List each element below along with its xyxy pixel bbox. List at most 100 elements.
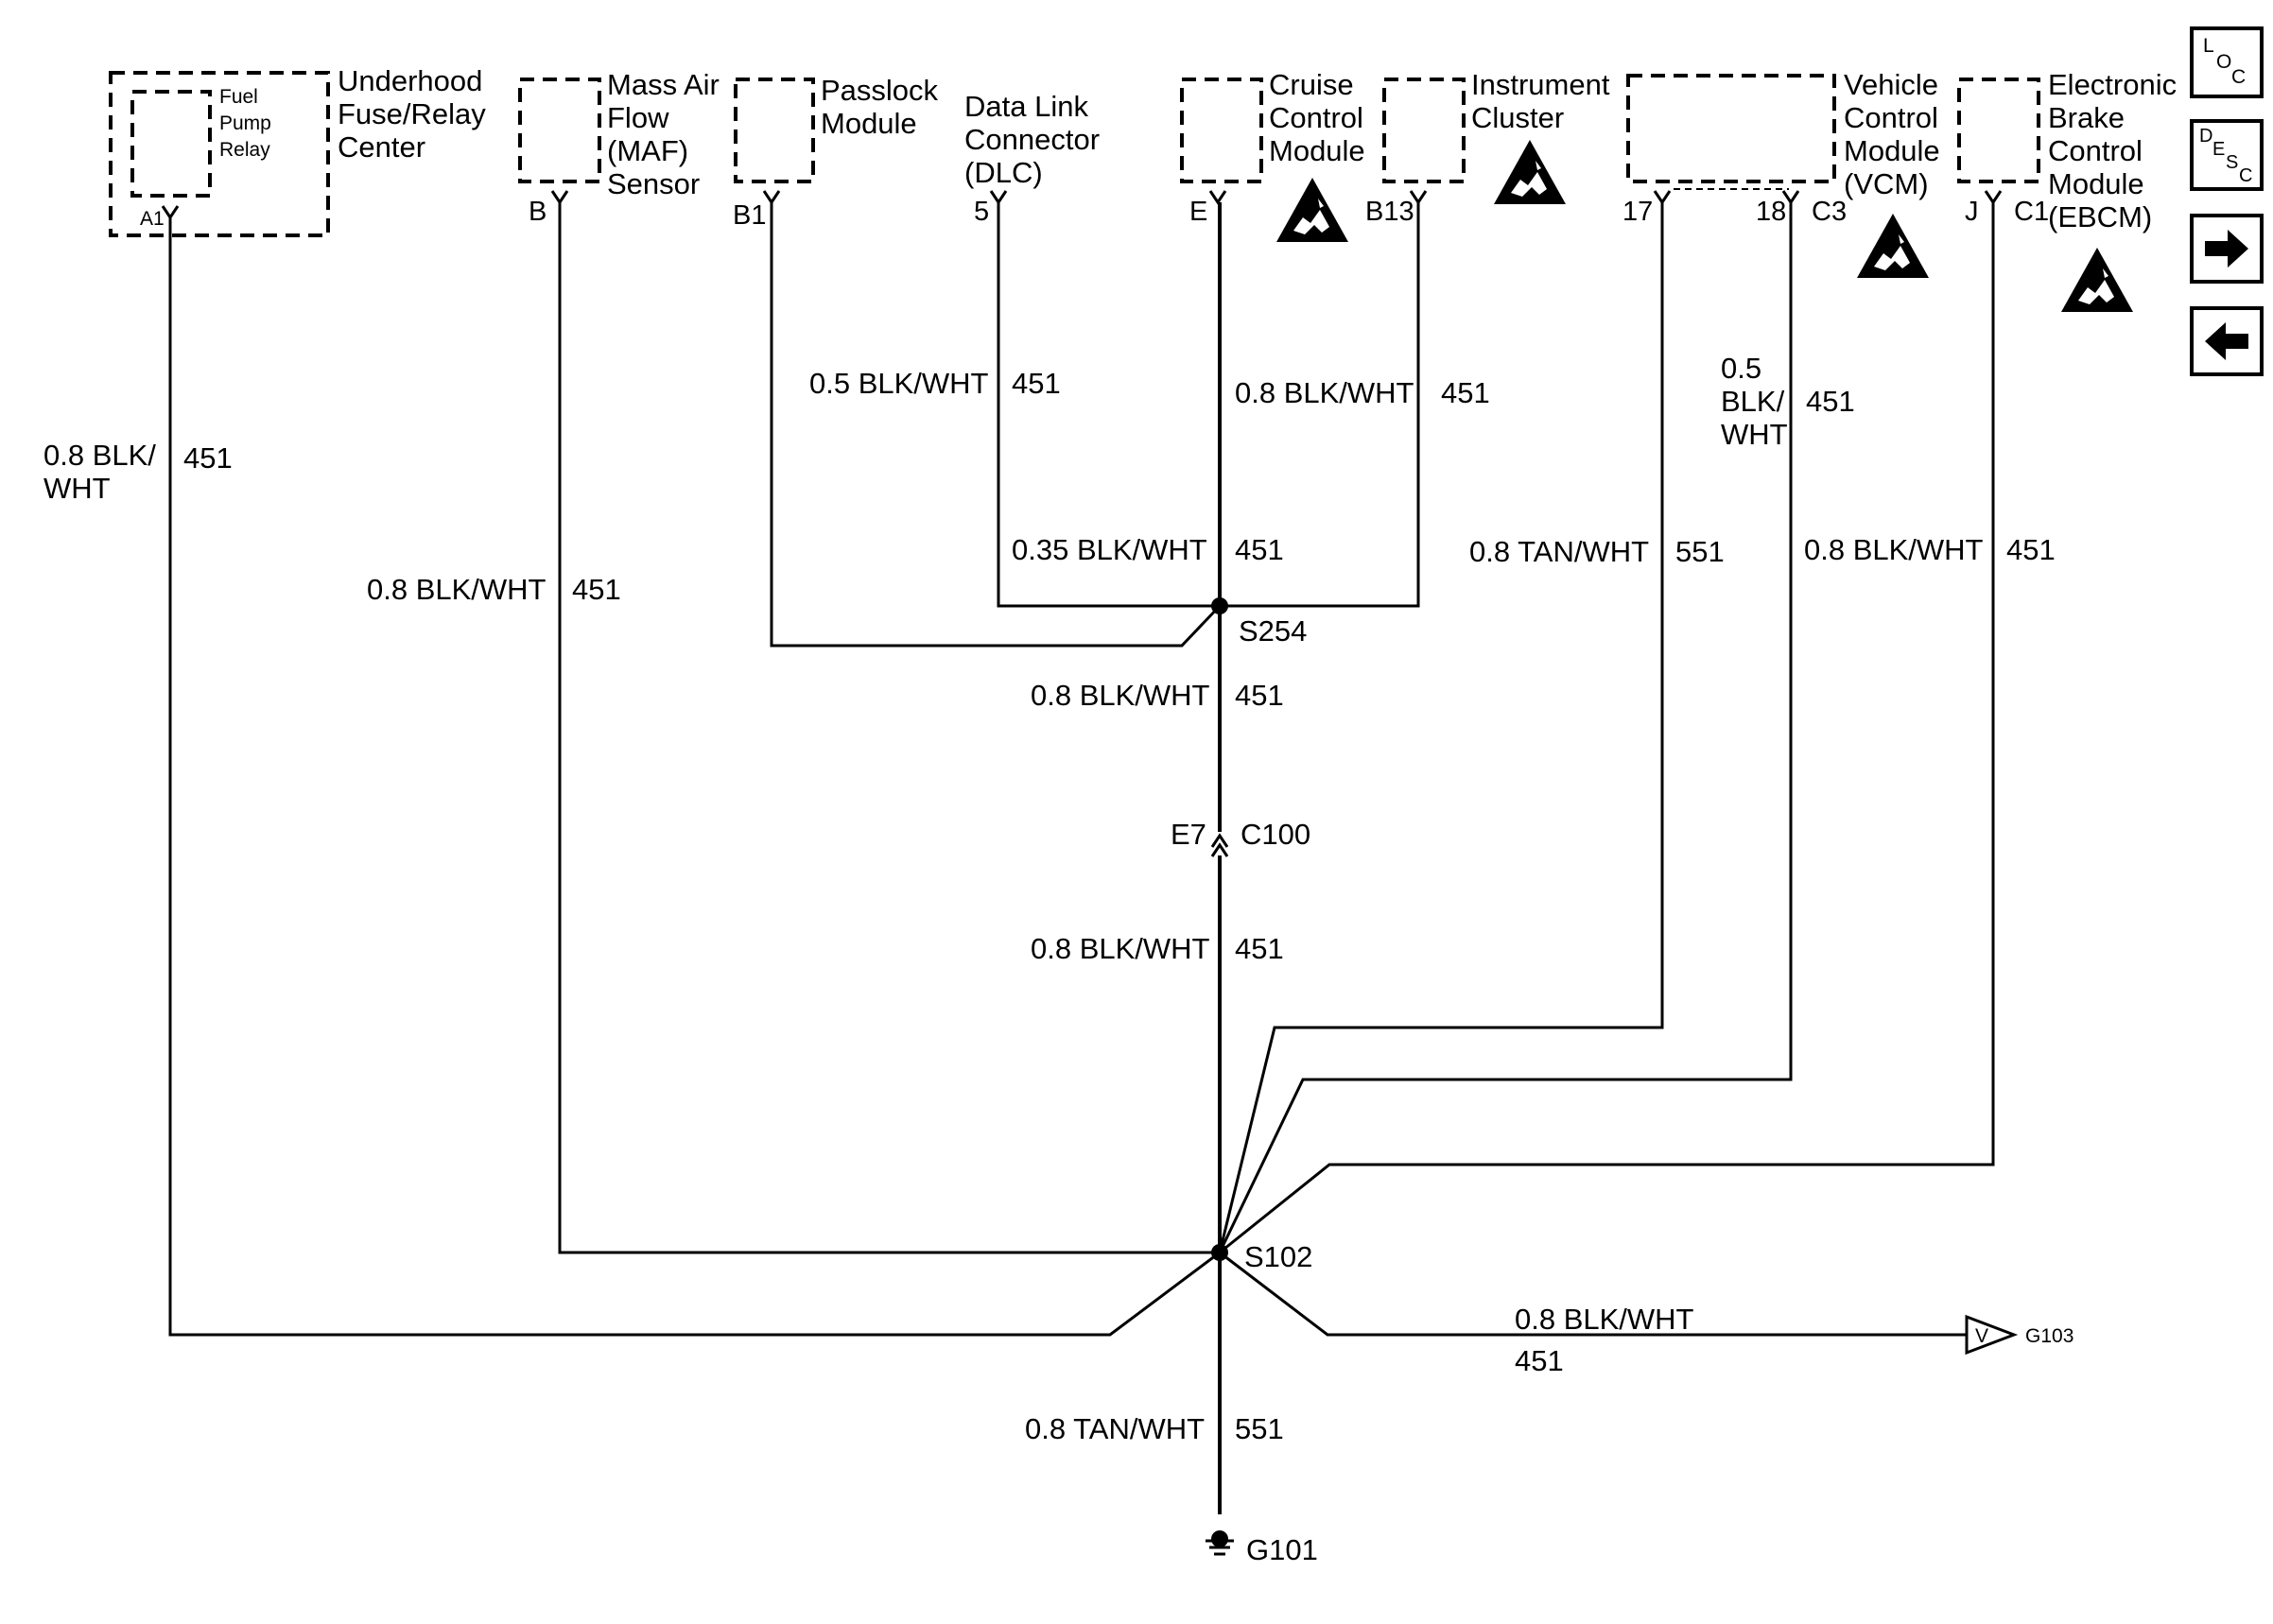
wire-s254-down-gauge: 0.8 BLK/WHT — [1031, 679, 1210, 712]
description-button[interactable]: D E S C — [2190, 119, 2264, 191]
wire-c100-down-circuit: 451 — [1235, 932, 1284, 965]
fuel-pump-relay-label-1: Fuel — [219, 86, 258, 108]
wire-c100-down-gauge: 0.8 BLK/WHT — [1031, 932, 1210, 965]
desc-letter-d: D — [2199, 126, 2212, 147]
esd-warning-icon-cruise — [1276, 178, 1348, 242]
maf-label-1: Mass Air — [607, 68, 720, 101]
vcm-pin-17: 17 — [1622, 197, 1653, 227]
fuel-pump-relay-label-2: Pump — [219, 112, 271, 134]
data-link-connector: Data Link Connector (DLC) 5 — [964, 90, 1100, 227]
wire-g101-circuit: 551 — [1235, 1412, 1284, 1445]
g103-label: G103 — [2025, 1325, 2073, 1347]
wire-g101-gauge: 0.8 TAN/WHT — [1025, 1412, 1205, 1445]
wire-fuse-gauge-1: 0.8 BLK/ — [43, 439, 156, 472]
instrument-cluster: Instrument Cluster B13 — [1365, 68, 1610, 227]
wire-g103-gauge: 0.8 BLK/WHT — [1515, 1303, 1694, 1336]
arrow-right-icon — [2205, 230, 2248, 268]
c100-name-label: C100 — [1241, 818, 1310, 851]
vcm-label-2: Control — [1844, 101, 1938, 134]
cruise-pin: E — [1189, 197, 1207, 227]
wire-vcm17-gauge: 0.8 TAN/WHT — [1469, 535, 1649, 568]
g101-label: G101 — [1246, 1533, 1318, 1566]
vcm-pin-18: 18 — [1756, 197, 1786, 227]
maf-label-4: Sensor — [607, 167, 700, 200]
wires — [168, 202, 1995, 1514]
desc-letter-e: E — [2212, 139, 2225, 160]
wire-vcm18-gauge-2: BLK/ — [1721, 385, 1785, 418]
fuel-pump-relay-label-3: Relay — [219, 139, 270, 161]
cluster-pin: B13 — [1365, 197, 1414, 227]
vcm-label-1: Vehicle — [1844, 68, 1938, 101]
pin-terminals — [161, 190, 2003, 220]
previous-page-button[interactable] — [2190, 306, 2264, 376]
esd-warning-icon-vcm — [1857, 214, 1929, 278]
wire-vcm17-circuit: 551 — [1675, 535, 1725, 568]
splice-s254-label: S254 — [1239, 614, 1307, 648]
dlc-pin: 5 — [974, 197, 989, 227]
ebcm-pin: J — [1965, 197, 1979, 227]
ebcm-label-1: Electronic — [2048, 68, 2177, 101]
cruise-label-1: Cruise — [1269, 68, 1354, 101]
cruise-control-module: Cruise Control Module E — [1180, 68, 1365, 227]
g103-ground-icon: V — [1965, 1314, 2019, 1356]
dlc-label-3: (DLC) — [964, 156, 1043, 189]
maf-label-3: (MAF) — [607, 134, 688, 167]
vehicle-control-module: Vehicle Control Module (VCM) 17 18 C3 — [1622, 68, 1940, 227]
maf-label-2: Flow — [607, 101, 669, 134]
ebcm-connector: C1 — [2014, 197, 2049, 227]
dlc-label-1: Data Link — [964, 90, 1088, 123]
esd-warning-icon-cluster — [1494, 140, 1566, 204]
passlock-label-1: Passlock — [821, 74, 939, 107]
wire-cruise-lower-circuit: 451 — [1235, 533, 1284, 566]
location-button[interactable]: L O C — [2190, 26, 2264, 98]
c100-connector-mark — [1210, 833, 1229, 857]
wire-fuse-gauge-2: WHT — [43, 472, 111, 505]
wire-ebcm-circuit: 451 — [2006, 533, 2056, 566]
maf-sensor: Mass Air Flow (MAF) Sensor B — [518, 68, 720, 227]
vcm-label-4: (VCM) — [1844, 167, 1929, 200]
passlock-module: Passlock Module B1 — [733, 74, 939, 231]
electronic-brake-control-module: Electronic Brake Control Module (EBCM) J… — [1957, 68, 2177, 233]
loc-letter-o: O — [2216, 51, 2231, 73]
loc-letter-c: C — [2231, 66, 2246, 88]
underhood-fuse-relay-center: Fuel Pump Relay Underhood Fuse/Relay Cen… — [109, 64, 486, 237]
wire-maf-circuit: 451 — [572, 573, 621, 606]
wire-dlc-circuit: 451 — [1012, 367, 1061, 400]
esd-warning-icon-ebcm — [2061, 248, 2133, 312]
ebcm-label-4: Module — [2048, 167, 2144, 200]
cluster-label-2: Cluster — [1471, 101, 1564, 134]
wire-cruise-upper-circuit: 451 — [1441, 376, 1490, 409]
splice-s102-label: S102 — [1244, 1240, 1312, 1273]
fuse-relay-label-2: Fuse/Relay — [338, 97, 486, 130]
wire-dlc-gauge: 0.5 BLK/WHT — [809, 367, 989, 400]
cluster-label-1: Instrument — [1471, 68, 1610, 101]
c100-pin-label: E7 — [1171, 818, 1206, 851]
wire-g103-circuit: 451 — [1515, 1344, 1564, 1377]
fuse-relay-label-3: Center — [338, 130, 425, 164]
wire-vcm18-gauge-3: WHT — [1721, 418, 1788, 451]
wire-cruise-lower-gauge: 0.35 BLK/WHT — [1012, 533, 1207, 566]
g103-triangle-letter: V — [1975, 1325, 1988, 1347]
wire-cruise-upper-gauge: 0.8 BLK/WHT — [1235, 376, 1414, 409]
cruise-label-3: Module — [1269, 134, 1365, 167]
g101-ground-icon — [1206, 1530, 1234, 1556]
splice-s102-dot — [1211, 1244, 1228, 1261]
wire-ebcm-gauge: 0.8 BLK/WHT — [1804, 533, 1984, 566]
ebcm-label-3: Control — [2048, 134, 2143, 167]
splice-s254-dot — [1211, 597, 1228, 614]
vcm-connector: C3 — [1812, 197, 1847, 227]
next-page-button[interactable] — [2190, 214, 2264, 284]
ebcm-label-5: (EBCM) — [2048, 200, 2152, 233]
wire-fuse-circuit: 451 — [183, 441, 233, 475]
wire-vcm18-circuit: 451 — [1806, 385, 1855, 418]
desc-letter-c: C — [2239, 165, 2252, 186]
arrow-left-icon — [2205, 322, 2248, 360]
wire-maf-gauge: 0.8 BLK/WHT — [367, 573, 547, 606]
wire-s254-down-circuit: 451 — [1235, 679, 1284, 712]
ebcm-label-2: Brake — [2048, 101, 2125, 134]
wire-vcm18-gauge-1: 0.5 — [1721, 352, 1761, 385]
cruise-label-2: Control — [1269, 101, 1363, 134]
desc-letter-s: S — [2226, 152, 2238, 173]
loc-letter-l: L — [2203, 35, 2214, 57]
